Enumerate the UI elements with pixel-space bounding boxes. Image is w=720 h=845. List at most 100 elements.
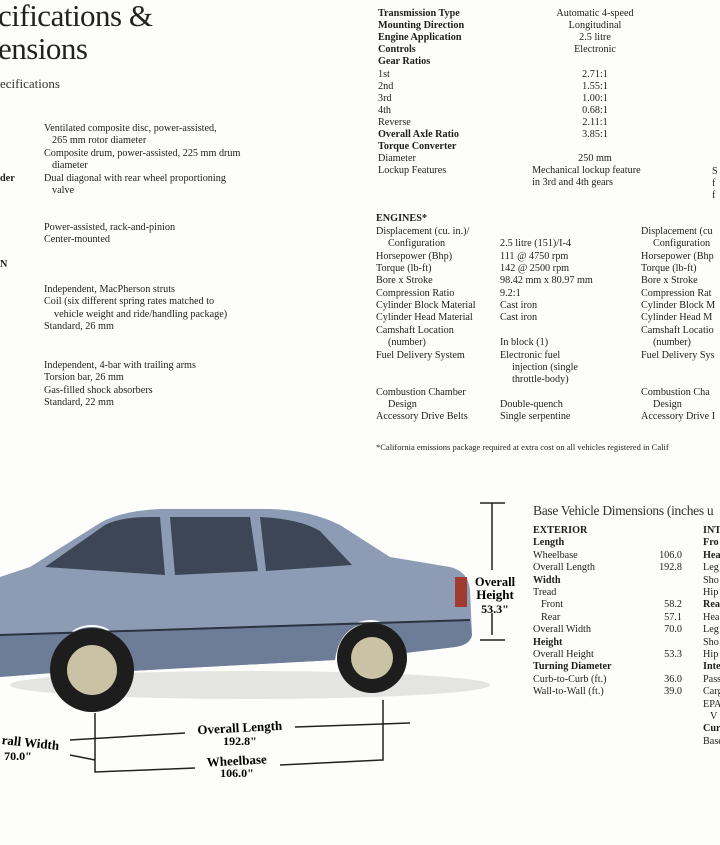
engine-spec-label: Cylinder Block Material <box>376 300 476 312</box>
engine-spec-label-2: Compression Rat <box>641 287 712 299</box>
engine-spec-label-2: Configuration <box>653 238 711 250</box>
transmission-value: 2.5 litre <box>579 32 611 44</box>
dimension-label: Rear <box>541 611 561 623</box>
dimension-label: Curb-to-Curb (ft.) <box>533 673 607 685</box>
transmission-label: Torque Converter <box>378 141 457 153</box>
dimension-label: Tread <box>533 587 557 598</box>
dimension-label: Overall Length <box>533 562 595 574</box>
interior-dimension-label: Cur <box>703 723 720 735</box>
wheelbase-label: Wheelbase <box>206 751 267 769</box>
length-value: 192.8" <box>223 734 257 748</box>
spec-value: Ventilated composite disc, power-assiste… <box>44 123 217 134</box>
transmission-label: Engine Application <box>378 32 462 44</box>
transmission-label: 3rd <box>378 92 392 104</box>
transmission-value: 1.55:1 <box>582 80 608 92</box>
transmission-value: Longitudinal <box>568 20 622 32</box>
spec-value: Composite drum, power-assisted, 225 mm d… <box>44 147 241 159</box>
spec-value: 265 mm rotor diameter <box>52 135 147 147</box>
engine-spec-value: Single serpentine <box>500 411 571 423</box>
car-illustration <box>0 509 490 712</box>
dimension-value: 106.0 <box>659 549 682 561</box>
dimension-value: 57.1 <box>664 611 682 623</box>
height-value: 53.3" <box>481 602 509 616</box>
engine-spec-label-2: Displacement (cu <box>641 226 713 237</box>
dimension-label: Width <box>533 574 561 586</box>
truncated-text: S <box>712 166 718 177</box>
dimension-value: 70.0 <box>664 624 682 636</box>
engine-spec-value: 98.42 mm x 80.97 mm <box>500 275 593 287</box>
engine-spec-label: Configuration <box>388 238 446 250</box>
interior-dimension-label: Hea <box>703 611 720 623</box>
transmission-value: Mechanical lockup feature <box>532 165 641 177</box>
transmission-label: Gear Ratios <box>378 56 431 68</box>
transmission-value: Automatic 4-speed <box>556 8 634 19</box>
dimension-label: Height <box>533 636 563 648</box>
section-subtitle: ecifications <box>0 76 60 91</box>
dimension-label: Length <box>533 537 565 549</box>
engine-spec-value: 2.5 litre (151)/I-4 <box>500 238 572 250</box>
engine-spec-label-2: Design <box>653 398 682 410</box>
dimension-label: Turning Diameter <box>533 661 612 673</box>
dimension-value: 53.3 <box>664 649 682 660</box>
transmission-value: 0.68:1 <box>582 104 608 116</box>
interior-dimension-label: Base <box>703 735 720 747</box>
rear-suspension-value: Torsion bar, 26 mm <box>44 372 124 384</box>
dimension-value: 36.0 <box>664 673 682 685</box>
front-suspension-value: Independent, MacPherson struts <box>44 284 175 295</box>
interior-dimension-label: EPA <box>703 698 720 710</box>
engine-footnote: *California emissions package required a… <box>376 442 669 452</box>
engine-spec-label: Fuel Delivery System <box>376 349 465 361</box>
transmission-label: Transmission Type <box>378 8 460 19</box>
transmission-label: Diameter <box>378 153 416 165</box>
truncated-text: f <box>712 190 716 201</box>
spec-value: Dual diagonal with rear wheel proportion… <box>44 172 226 184</box>
engine-spec-label-2: Bore x Stroke <box>641 275 698 287</box>
engine-spec-label: (number) <box>388 337 426 349</box>
interior-dimension-label: Hip <box>703 649 719 660</box>
engine-spec-label-2: Combustion Cha <box>641 386 710 398</box>
transmission-value: 2.11:1 <box>582 116 608 128</box>
transmission-value: Electronic <box>574 44 616 56</box>
dimension-label: EXTERIOR <box>533 525 588 536</box>
engine-spec-value: 111 @ 4750 rpm <box>500 250 569 262</box>
engine-spec-value: throttle-body) <box>512 374 569 386</box>
transmission-label: Controls <box>378 44 416 56</box>
dimension-label: Overall Width <box>533 624 591 636</box>
interior-dimension-label: Leg <box>703 624 719 636</box>
transmission-value: 3.85:1 <box>582 129 608 140</box>
engine-spec-label: Accessory Drive Belts <box>376 411 468 423</box>
car-dimension-diagram: Overall Height 53.3" Overall Length 192.… <box>0 502 516 780</box>
engine-spec-label: Displacement (cu. in.)/ <box>376 226 470 237</box>
steering-value: Center-mounted <box>44 234 110 246</box>
engine-spec-label: Torque (lb-ft) <box>376 263 432 275</box>
dimension-label: Overall Height <box>533 649 594 660</box>
spec-value: diameter <box>52 160 88 172</box>
interior-dimension-label: Sho <box>703 636 719 648</box>
engine-spec-label: Compression Ratio <box>376 287 455 299</box>
dimension-label: Front <box>541 599 564 611</box>
dimension-label: Wall-to-Wall (ft.) <box>533 686 604 698</box>
engine-spec-value: Cast iron <box>500 312 538 324</box>
interior-dimension-label: Hip <box>703 587 719 598</box>
interior-dimension-label: Inte <box>703 661 720 673</box>
width-label: rall Width <box>1 732 61 753</box>
interior-dimension-label: Rea <box>703 599 720 611</box>
engine-spec-label-2: Cylinder Head M <box>641 312 713 324</box>
transmission-value: 1.00:1 <box>582 92 608 104</box>
height-label: Overall <box>475 575 516 589</box>
suspension-label: N <box>0 259 8 270</box>
interior-dimension-label: Leg <box>703 562 719 574</box>
engine-spec-label-2: Cylinder Block M <box>641 300 716 312</box>
interior-dimension-label: Carg <box>703 686 720 698</box>
engine-spec-value: 142 @ 2500 rpm <box>500 263 570 275</box>
interior-dimension-label: Hea <box>703 549 720 561</box>
page-title-line-1: cifications & <box>0 0 153 33</box>
engine-spec-value: Cast iron <box>500 300 538 312</box>
height-label-2: Height <box>476 587 514 602</box>
engine-spec-value: injection (single <box>512 361 578 373</box>
interior-dimension-label: Sho <box>703 574 719 586</box>
engine-spec-value: 9.2:1 <box>500 287 521 299</box>
transmission-label: Reverse <box>378 116 411 128</box>
front-suspension-value: vehicle weight and ride/handling package… <box>54 308 228 320</box>
transmission-label: Mounting Direction <box>378 20 465 32</box>
